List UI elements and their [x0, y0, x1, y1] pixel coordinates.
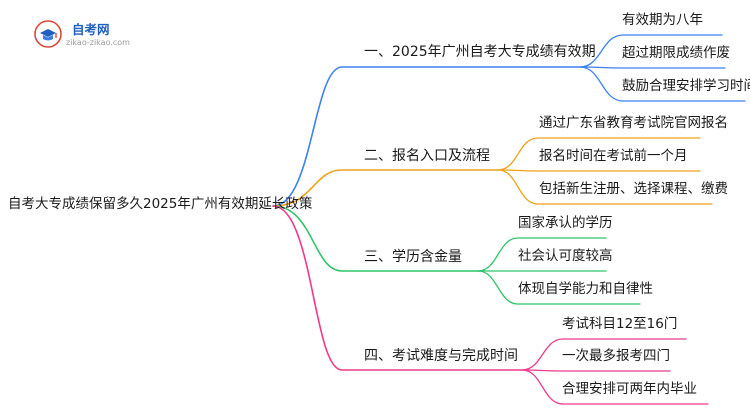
branch-3-leaf-2: 社会认可度较高: [518, 248, 613, 264]
branch-1-leaf-3: 鼓励合理安排学习时间: [622, 78, 750, 94]
connector-branch-1-leaf-2: [579, 66, 726, 69]
branch-2-leaf-3: 包括新生注册、选择课程、缴费: [539, 181, 728, 197]
branch-4-title: 四、考试难度与完成时间: [364, 348, 518, 364]
branch-4-leaf-2: 一次最多报考四门: [562, 348, 670, 364]
branch-3-title: 三、学历含金量: [364, 249, 462, 265]
branch-4-leaf-3: 合理安排可两年内毕业: [562, 381, 697, 397]
connector-root-branch-4: [272, 205, 523, 371]
branch-2-title: 二、报名入口及流程: [364, 148, 490, 164]
graduation-cap-icon: [34, 20, 62, 48]
branch-1-leaf-2: 超过期限成绩作废: [622, 45, 730, 61]
branch-1-title: 一、2025年广州自考大专成绩有效期: [364, 44, 596, 60]
connector-root-branch-1: [272, 66, 581, 207]
branch-4-leaf-1: 考试科目12至16门: [562, 316, 678, 332]
branch-3-leaf-1: 国家承认的学历: [518, 215, 613, 231]
connector-branch-3-leaf-1: [477, 237, 607, 272]
logo-url: zikao-zikao.com: [66, 38, 130, 47]
connector-branch-2-leaf-3: [497, 169, 713, 205]
connector-branch-1-leaf-3: [579, 66, 746, 102]
connector-root-branch-2: [272, 169, 499, 207]
branch-1-leaf-1: 有效期为八年: [622, 12, 703, 28]
branch-2-leaf-1: 通过广东省教育考试院官网报名: [539, 115, 728, 131]
connector-branch-4-leaf-3: [521, 369, 709, 405]
branch-2-leaf-2: 报名时间在考试前一个月: [539, 148, 688, 164]
connector-root-branch-3: [272, 205, 479, 272]
logo-title: 自考网: [72, 22, 110, 37]
branch-3-leaf-3: 体现自学能力和自律性: [518, 281, 653, 297]
mindmap-root: 自考大专成绩保留多久2025年广州有效期延长政策: [8, 196, 313, 212]
connector-branch-2-leaf-1: [497, 137, 701, 171]
connector-branch-4-leaf-2: [521, 369, 671, 372]
connector-branch-4-leaf-1: [521, 338, 687, 371]
connector-branch-3-leaf-3: [477, 270, 641, 305]
connector-branch-1-leaf-1: [579, 34, 723, 68]
site-logo[interactable]: 自考网 zikao-zikao.com: [34, 16, 144, 52]
connector-branch-2-leaf-2: [497, 169, 701, 172]
